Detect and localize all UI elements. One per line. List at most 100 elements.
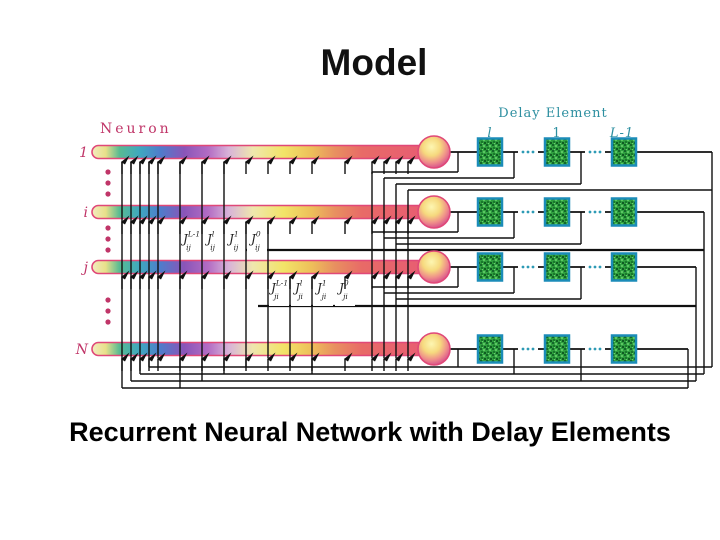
weight-label-cell (291, 277, 311, 306)
delay-element-square (476, 137, 504, 167)
gap-ellipsis-dot (526, 347, 530, 351)
synapse-arrow-head (148, 155, 157, 165)
diagram-labels: Neuron Delay Element l 1 L-1 1 i j N JL-… (75, 106, 634, 358)
synapse-arrow-head (130, 215, 139, 225)
synapse-arrow-head (267, 352, 276, 362)
synapse-arrow-head (121, 215, 130, 225)
row-ellipsis-dot (105, 308, 111, 314)
synapse-arrow-head (311, 155, 320, 165)
gap-ellipsis-dot (593, 210, 597, 214)
gap-ellipsis-dot (598, 347, 602, 351)
delay-element-square (543, 137, 571, 167)
delay-element-square (610, 334, 638, 364)
gap-ellipsis-dot (526, 210, 530, 214)
synapse-arrow-head (407, 155, 416, 165)
row-ellipsis-dot (105, 247, 111, 253)
neuron-soma-sphere (417, 195, 451, 229)
synapse-arrow-head (344, 270, 353, 280)
delay-element-square (543, 334, 571, 364)
synapse-arrow-head (245, 215, 254, 225)
synapse-arrow-head (121, 270, 130, 280)
gap-ellipsis-dot (531, 210, 535, 214)
synapse-arrow-head (139, 352, 148, 362)
synapse-arrow-head (407, 270, 416, 280)
synapse-arrow-head (157, 215, 166, 225)
synapse-arrow-head (148, 215, 157, 225)
synapse-arrow-head (267, 215, 276, 225)
synapse-arrow-head (371, 270, 380, 280)
synapse-arrow-head (139, 270, 148, 280)
synapse-arrow-head (395, 155, 404, 165)
neuron-bar (91, 204, 435, 220)
synapse-arrow-head (179, 352, 188, 362)
weight-label-cell (269, 277, 289, 306)
neuron-soma-sphere (417, 135, 451, 169)
delay-element-square (610, 197, 638, 227)
gap-ellipsis-dot (521, 347, 525, 351)
delay-element-square (610, 137, 638, 167)
gap-ellipsis-dot (521, 150, 525, 154)
delay-element-square (476, 334, 504, 364)
synapse-arrow-head (383, 352, 392, 362)
gap-ellipsis-dot (593, 150, 597, 154)
synapse-arrow-head (383, 215, 392, 225)
weight-label-cell (335, 277, 355, 306)
neuron-soma-sphere (417, 332, 451, 366)
gap-ellipsis-dot (598, 210, 602, 214)
neuron-row-label-j: j (81, 260, 89, 276)
synapse-arrow-head (201, 155, 210, 165)
synapse-arrow-head (311, 270, 320, 280)
synapse-arrow-head (223, 215, 232, 225)
delay-element-square (476, 252, 504, 282)
synapse-arrow-head (179, 270, 188, 280)
row-ellipsis-dot (105, 297, 111, 303)
neuron-row-label-i: i (84, 205, 88, 221)
synapse-arrow-head (289, 352, 298, 362)
gap-ellipsis-dot (598, 150, 602, 154)
weight-label-cell (247, 228, 267, 257)
weight-label-cell (225, 228, 245, 257)
synapse-arrow-head (130, 352, 139, 362)
gap-ellipsis-dot (588, 150, 592, 154)
delay-element-square (610, 252, 638, 282)
synapse-arrow-head (245, 270, 254, 280)
synapse-arrow-head (223, 352, 232, 362)
gap-ellipsis-dot (521, 210, 525, 214)
synapse-arrow-head (121, 155, 130, 165)
gap-ellipsis-dot (526, 265, 530, 269)
synapse-arrow-head (157, 352, 166, 362)
synapse-arrow-head (121, 352, 130, 362)
gap-ellipsis-dot (531, 150, 535, 154)
synapse-arrow-head (395, 270, 404, 280)
synapse-arrow-head (139, 215, 148, 225)
synapse-arrow-head (383, 155, 392, 165)
synapse-arrow-head (407, 215, 416, 225)
neuron-row-label-N: N (75, 342, 89, 358)
neuron-bar (91, 259, 435, 275)
synapse-arrow-head (344, 215, 353, 225)
gap-ellipsis-dot (588, 347, 592, 351)
synapse-arrow-head (344, 352, 353, 362)
synapse-arrow-head (289, 215, 298, 225)
synapse-arrow-head (395, 352, 404, 362)
gap-ellipsis-dot (593, 347, 597, 351)
synapse-arrow-head (179, 215, 188, 225)
synapse-arrow-head (157, 155, 166, 165)
synapse-arrow-head (139, 155, 148, 165)
delay-element-label: Delay Element (498, 106, 607, 121)
row-ellipsis-dot (105, 169, 111, 175)
weight-label-cell (313, 277, 333, 306)
delay-column-L-1: L-1 (609, 126, 634, 141)
synapse-arrow-head (267, 155, 276, 165)
row-ellipsis-dot (105, 225, 111, 231)
synapse-arrow-head (289, 270, 298, 280)
neuron-label: Neuron (100, 121, 172, 137)
synapse-arrow-head (201, 352, 210, 362)
page-title: Model (320, 42, 428, 83)
